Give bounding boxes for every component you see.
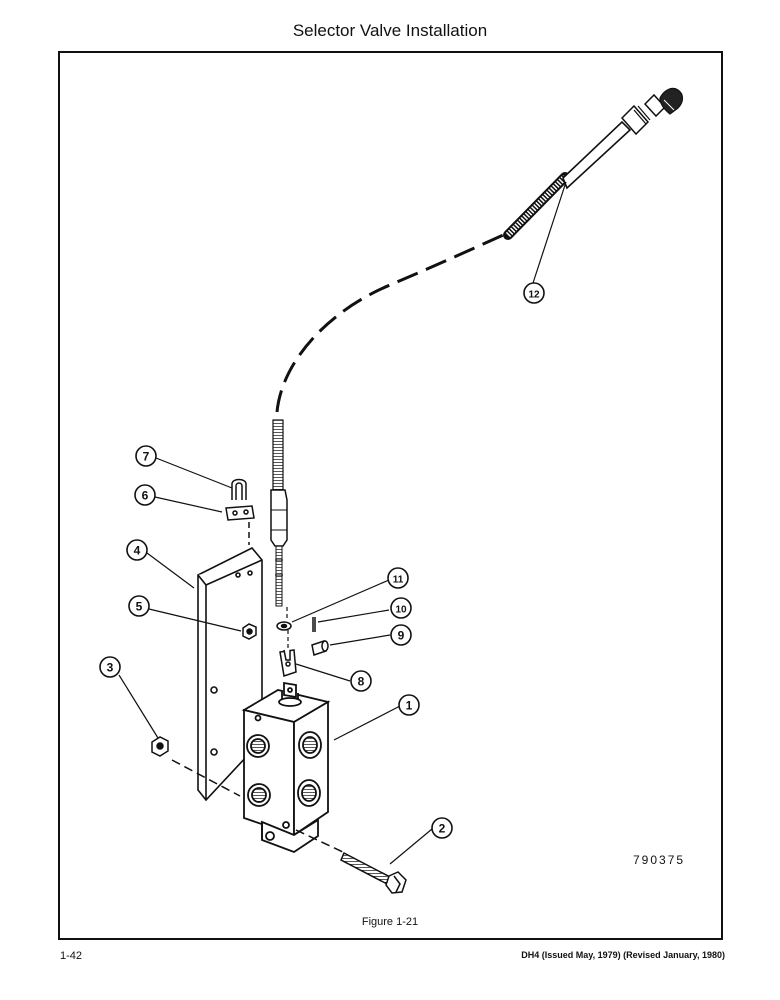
callout-label: 11 (393, 575, 404, 586)
control-cable (270, 87, 684, 607)
callout-label: 9 (398, 629, 405, 643)
callout-3: 3 (99, 656, 121, 678)
callout-label: 10 (395, 605, 407, 616)
callout-label: 6 (142, 489, 149, 503)
page-title: Selector Valve Installation (292, 21, 488, 40)
callout-4: 4 (126, 539, 148, 561)
callout-9: 9 (390, 624, 412, 646)
callout-11: 11 (387, 567, 409, 589)
clevis-pin (311, 640, 329, 656)
figure-caption: Figure 1-21 (361, 916, 419, 928)
callout-8: 8 (350, 670, 372, 692)
clamp-strap (225, 505, 255, 521)
callout-label: 8 (358, 675, 365, 689)
clevis (279, 649, 297, 677)
callout-label: 7 (143, 450, 150, 464)
callouts (118, 181, 567, 865)
document-reference: DH4 (Issued May, 1979) (Revised January,… (521, 950, 725, 960)
figure-frame (58, 51, 723, 940)
callout-6: 6 (134, 484, 156, 506)
callout-2: 2 (431, 817, 453, 839)
cotter-pin (312, 617, 316, 632)
page-number: 1-42 (60, 950, 83, 962)
callout-5: 5 (128, 595, 150, 617)
callout-label: 3 (107, 661, 114, 675)
drawing-number: 790375 (633, 853, 686, 867)
hex-bolt (340, 851, 407, 894)
callout-12: 12 (523, 282, 545, 304)
washer (276, 621, 292, 631)
callout-10: 10 (390, 597, 412, 619)
callout-label: 5 (136, 600, 143, 614)
callout-label: 4 (134, 544, 141, 558)
callout-label: 12 (528, 290, 540, 301)
hex-nut-large (151, 736, 169, 757)
callout-label: 1 (406, 699, 413, 713)
callout-7: 7 (135, 445, 157, 467)
callout-label: 2 (439, 822, 446, 836)
hex-nut-small (242, 623, 257, 640)
u-clip (231, 478, 247, 500)
selector-valve-body (241, 681, 331, 854)
callout-1: 1 (398, 694, 420, 716)
